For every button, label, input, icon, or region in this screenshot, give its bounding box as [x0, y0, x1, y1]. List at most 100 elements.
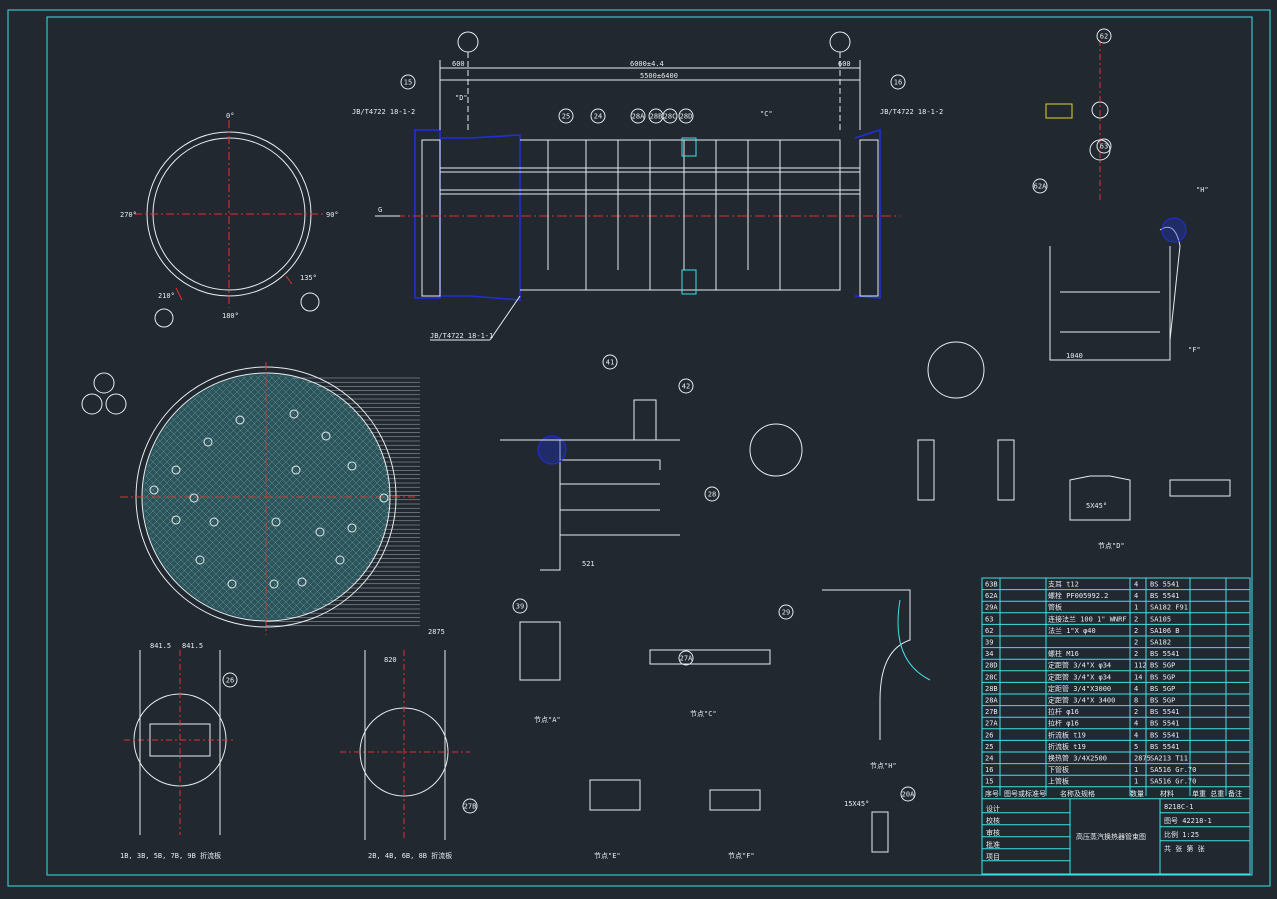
angle-210-label: 210° [158, 292, 175, 300]
part-balloon-label: 24 [594, 113, 602, 121]
parts-row-qty: 1 [1134, 766, 1138, 774]
std-ref-2: JB/T4722 18-1-2 [880, 108, 943, 116]
parts-row-name: 下管板 [1048, 765, 1069, 774]
parts-row-no: 26 [985, 731, 993, 739]
dim-600-right: 600 [838, 60, 851, 68]
parts-row-name: 折流板 t19 [1048, 730, 1086, 739]
part-balloon [678, 378, 694, 394]
flow-label: G [378, 206, 382, 214]
tag-c: "C" [760, 110, 773, 118]
parts-row-qty: 2875 [1134, 755, 1151, 763]
part-balloon [590, 108, 606, 124]
drawing-no: 图号 42218-1 [1164, 817, 1212, 825]
tie-rod-hole [189, 493, 199, 503]
dim-overall: 6000±4.4 [630, 60, 664, 68]
part-balloon-label: 26 [226, 677, 234, 685]
parts-row-mat: SA182 F91 [1150, 604, 1188, 612]
node-f-label: 节点"F" [728, 852, 755, 860]
parts-row-qty: 1 [1134, 604, 1138, 612]
tie-rod-hole [321, 431, 331, 441]
angle-270-label: 270° [120, 211, 137, 219]
parts-row-qty: 2 [1134, 650, 1138, 658]
tag-f: "F" [1188, 346, 1201, 354]
parts-row-qty: 4 [1134, 592, 1138, 600]
parts-row-qty: 4 [1134, 581, 1138, 589]
parts-header-cell: 单重 总重 [1192, 789, 1224, 798]
std-ref-3: JB/T4722 18-1-1 [430, 332, 493, 340]
baffle-lines [547, 140, 781, 290]
tubesheet-layout: 2875 [81, 362, 445, 636]
parts-header-cell: 备注 [1228, 789, 1242, 798]
parts-row-no: 25 [985, 743, 993, 751]
parts-row-name: 螺栓 PF005992.2 [1048, 591, 1108, 600]
parts-row-no: 28D [985, 662, 998, 670]
part-balloon-label: 62 [1100, 33, 1108, 41]
tie-rod-hole [335, 555, 345, 565]
parts-row-qty: 2 [1134, 615, 1138, 623]
part-balloon [678, 650, 694, 666]
small-details: 5X45° 节点"D" [749, 341, 1231, 550]
parts-row-mat: BS 5541 [1150, 731, 1180, 739]
tie-rod-hole [347, 461, 357, 471]
parts-row-mat: BS 5541 [1150, 581, 1180, 589]
parts-row-name: 换热管 3/4X2500 [1048, 754, 1107, 763]
part-balloon [462, 798, 478, 814]
part-balloon [558, 108, 574, 124]
tag-d: "D" [455, 94, 468, 102]
node-d-label: 节点"D" [1098, 542, 1125, 550]
parts-row-qty: 14 [1134, 673, 1142, 681]
parts-row-no: 63B [985, 581, 998, 589]
parts-row-name: 法兰 1"X φ40 [1048, 626, 1096, 635]
lower-details: 节点"A" 节点"C" 节点"H" 节点"E" 节点"F" 15X45° [519, 589, 931, 860]
angle-90-label: 90° [326, 211, 339, 219]
tie-rod-hole [195, 555, 205, 565]
parts-row-no: 34 [985, 650, 993, 658]
angle-135-label: 135° [300, 274, 317, 282]
parts-row-mat: BS 5GP [1150, 662, 1175, 670]
part-balloon-label: 62A [1034, 183, 1047, 191]
node-e-label: 节点"E" [594, 852, 621, 860]
scale: 比例 1:25 [1164, 830, 1199, 839]
part-balloon [400, 74, 416, 90]
parts-row-no: 27B [985, 708, 998, 716]
parts-row-mat: BS 5541 [1150, 650, 1180, 658]
tag-h: "H" [1196, 186, 1209, 194]
parts-row-qty: 4 [1134, 731, 1138, 739]
part-balloon-label: 63 [1100, 143, 1108, 151]
parts-row-qty: 4 [1134, 685, 1138, 693]
tie-rod-hole [297, 577, 307, 587]
part-balloon-label: 15 [404, 79, 412, 87]
parts-row-name: 支耳 t12 [1048, 580, 1079, 589]
part-balloon-label: 29 [782, 609, 790, 617]
parts-row-no: 29A [985, 604, 998, 612]
parts-row-name: 螺柱 M16 [1048, 649, 1079, 658]
tubesheet-dia: 2875 [428, 628, 445, 636]
parts-header-cell: 序号 [985, 789, 999, 798]
tie-rod-hole [269, 579, 279, 589]
dim-841-right: 841.5 [182, 642, 203, 650]
parts-row-mat: BS 5541 [1150, 720, 1180, 728]
dim-600-left: 600 [452, 60, 465, 68]
bundle-elevation: 6000±4.4 5500±6400 600 600 G "D" "C" JB/… [352, 31, 943, 341]
parts-row-no: 27A [985, 720, 998, 728]
parts-row-name: 定距管 3/4"X3000 [1048, 684, 1111, 693]
part-balloon [662, 108, 678, 124]
baffle-section-2: 820 2B, 4B, 6B, 8B 折流板 [340, 650, 470, 860]
parts-row-name: 定距管 3/4"X 3400 [1048, 696, 1115, 705]
parts-row-no: 28C [985, 673, 998, 681]
node-a-label: 节点"A" [534, 716, 561, 724]
parts-row-no: 63 [985, 615, 993, 623]
meta-label: 审核 [986, 828, 1000, 837]
part-balloon-label: 20A [902, 791, 915, 799]
part-balloon [678, 108, 694, 124]
tie-rod-hole [171, 515, 181, 525]
parts-row-name: 上管板 [1048, 777, 1069, 786]
part-balloon [630, 108, 646, 124]
dim-mid: 5500±6400 [640, 72, 678, 80]
part-balloon [900, 786, 916, 802]
parts-header-cell: 图号或标准号 [1004, 789, 1046, 798]
angle-0-label: 0° [226, 112, 234, 120]
